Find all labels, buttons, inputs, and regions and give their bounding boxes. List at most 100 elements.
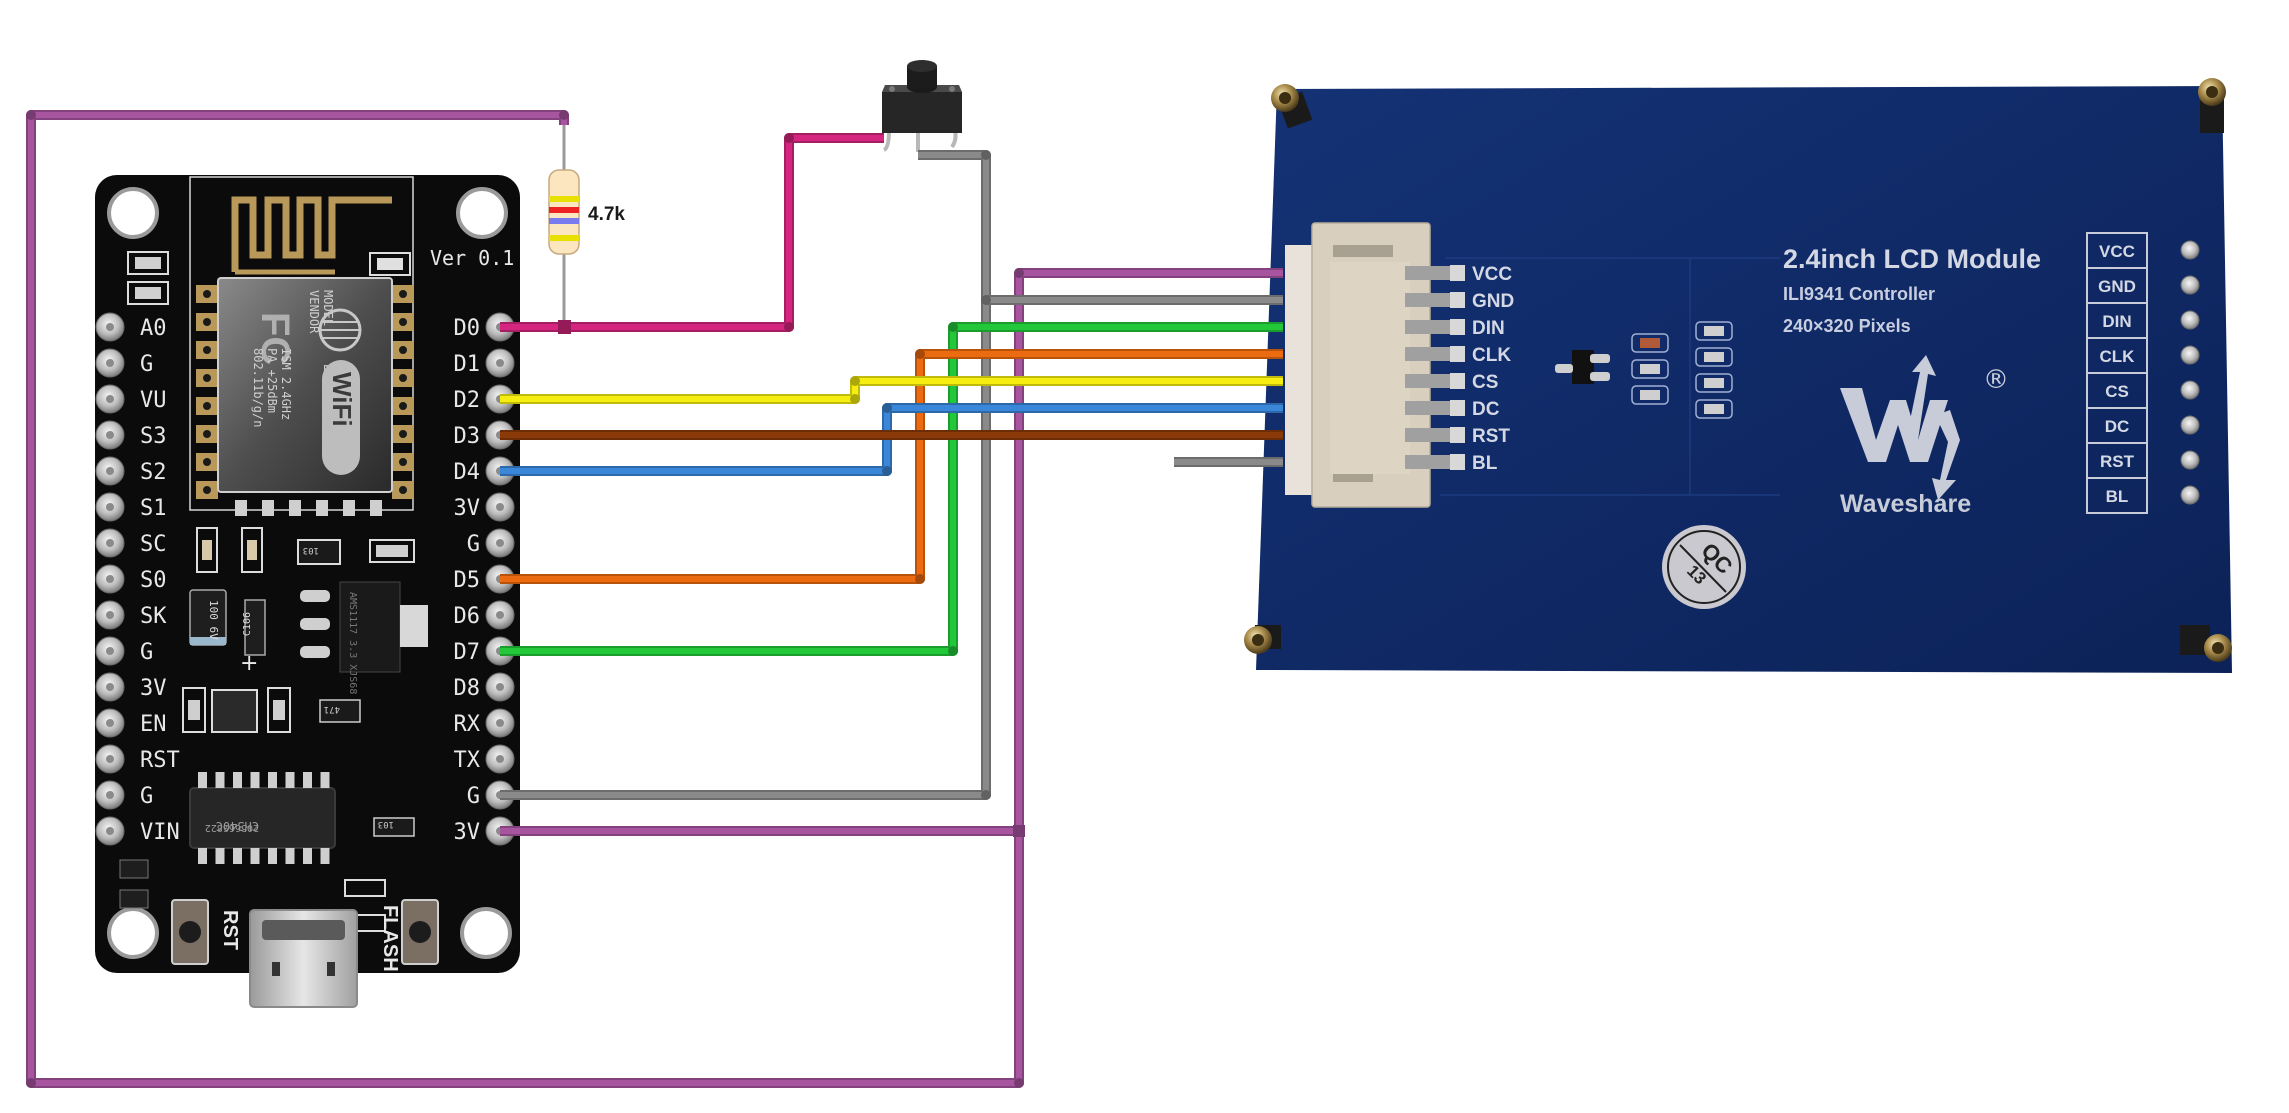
pin-hole xyxy=(106,827,114,835)
pin-s3[interactable] xyxy=(95,420,125,450)
module-pad-hole xyxy=(203,486,211,494)
ch340-label: CH340C xyxy=(216,819,259,833)
pin-label: TX xyxy=(454,748,481,773)
header-pin-dc[interactable] xyxy=(2180,415,2200,435)
wires xyxy=(26,110,1283,1088)
standoff xyxy=(1271,84,1313,129)
header-pin-din[interactable] xyxy=(2180,310,2200,330)
pin-sc[interactable] xyxy=(95,528,125,558)
rst-button[interactable] xyxy=(171,899,209,965)
wire-bend xyxy=(784,322,794,332)
ic-pin xyxy=(198,848,207,864)
header-pin-label: GND xyxy=(2098,277,2136,296)
pin-rx[interactable] xyxy=(485,708,515,738)
connector-pin-label: DC xyxy=(1472,399,1500,420)
ic-pin xyxy=(233,772,242,788)
pin-hole xyxy=(496,755,504,763)
module-pad-hole xyxy=(399,318,407,326)
header-pin-label: BL xyxy=(2106,487,2129,506)
ch340-code: 20566S822 xyxy=(205,822,259,833)
gnd-wire xyxy=(500,150,991,800)
module-bottom-pads xyxy=(235,500,382,516)
pin-label: RX xyxy=(454,712,481,737)
wire-bend xyxy=(1014,1078,1024,1088)
pin-g[interactable] xyxy=(95,780,125,810)
pin-s0[interactable] xyxy=(95,564,125,594)
wire-bend xyxy=(850,376,860,386)
connector-pin-label: GND xyxy=(1472,291,1514,312)
pin-tx[interactable] xyxy=(485,744,515,774)
pin-3v[interactable] xyxy=(95,672,125,702)
pin-label: G xyxy=(467,784,480,809)
pin-label: S1 xyxy=(140,496,167,521)
header-pin-label: RST xyxy=(2100,452,2135,471)
pin-d6[interactable] xyxy=(485,600,515,630)
flash-button[interactable] xyxy=(401,899,439,965)
pin-g[interactable] xyxy=(95,636,125,666)
header-pin-bl[interactable] xyxy=(2180,485,2200,505)
pin-label: G xyxy=(140,784,153,809)
wire-bend xyxy=(26,1078,36,1088)
pin-en[interactable] xyxy=(95,708,125,738)
wire-bend xyxy=(915,349,925,359)
capacitor-c106-label: C106 xyxy=(242,612,253,636)
pin-hole xyxy=(106,719,114,727)
pin-s2[interactable] xyxy=(95,456,125,486)
ic-pin xyxy=(268,772,277,788)
pin-label: D4 xyxy=(454,460,481,485)
pin-vu[interactable] xyxy=(95,384,125,414)
pin-label: VIN xyxy=(140,820,180,845)
pin-a0[interactable] xyxy=(95,312,125,342)
button-cap-icon xyxy=(179,921,201,943)
standoff xyxy=(1244,625,1281,654)
pin-rst[interactable] xyxy=(95,744,125,774)
micro-usb-port[interactable] xyxy=(249,909,358,1008)
wire-bend xyxy=(559,110,569,120)
module-pad-hole xyxy=(203,430,211,438)
pin-label: D6 xyxy=(454,604,481,629)
pin-hole xyxy=(496,503,504,511)
push-button[interactable] xyxy=(882,60,962,152)
header-pin-rst[interactable] xyxy=(2180,450,2200,470)
pin-g[interactable] xyxy=(95,348,125,378)
ic-pin xyxy=(250,772,260,788)
mounting-hole xyxy=(460,907,512,959)
header-pin-clk[interactable] xyxy=(2180,345,2200,365)
pin-3v[interactable] xyxy=(485,492,515,522)
pcb-traces xyxy=(1440,257,1780,496)
pin-d1[interactable] xyxy=(485,348,515,378)
wifi-logo-icon xyxy=(322,360,360,475)
module-pad-hole xyxy=(399,346,407,354)
module-pads xyxy=(196,285,414,499)
rst-button-label: RST xyxy=(219,910,241,950)
pin-d8[interactable] xyxy=(485,672,515,702)
resistor-value-label: 4.7k xyxy=(588,204,625,225)
wire-bend xyxy=(915,574,925,584)
module-pad-hole xyxy=(399,290,407,298)
connector-pin-label: DIN xyxy=(1472,318,1505,339)
header-pin-cs[interactable] xyxy=(2180,380,2200,400)
fcc-logo: FC xyxy=(253,312,297,365)
wire-bend xyxy=(948,322,958,332)
pin-sk[interactable] xyxy=(95,600,125,630)
header-pin-hole xyxy=(2180,380,2200,400)
pin-g[interactable] xyxy=(485,528,515,558)
resistor-band xyxy=(549,207,579,213)
polarity-plus: + xyxy=(240,651,258,676)
esp8266-module xyxy=(217,277,393,493)
resistor-array-label: 103 xyxy=(303,545,319,555)
wire-bend xyxy=(981,790,991,800)
connector-pin-label: RST xyxy=(1472,426,1510,447)
ic-pin xyxy=(320,772,330,788)
header-pin-hole xyxy=(2180,275,2200,295)
registered-mark: ® xyxy=(1983,365,2009,395)
header-pin-vcc[interactable] xyxy=(2180,240,2200,260)
module-pad-hole xyxy=(399,430,407,438)
header-pin-gnd[interactable] xyxy=(2180,275,2200,295)
pin-vin[interactable] xyxy=(95,816,125,846)
module-pad-hole xyxy=(203,290,211,298)
connector-pin-tip xyxy=(1450,373,1465,389)
pin-s1[interactable] xyxy=(95,492,125,522)
pin-hole xyxy=(106,539,114,547)
resistor-band xyxy=(549,196,579,202)
